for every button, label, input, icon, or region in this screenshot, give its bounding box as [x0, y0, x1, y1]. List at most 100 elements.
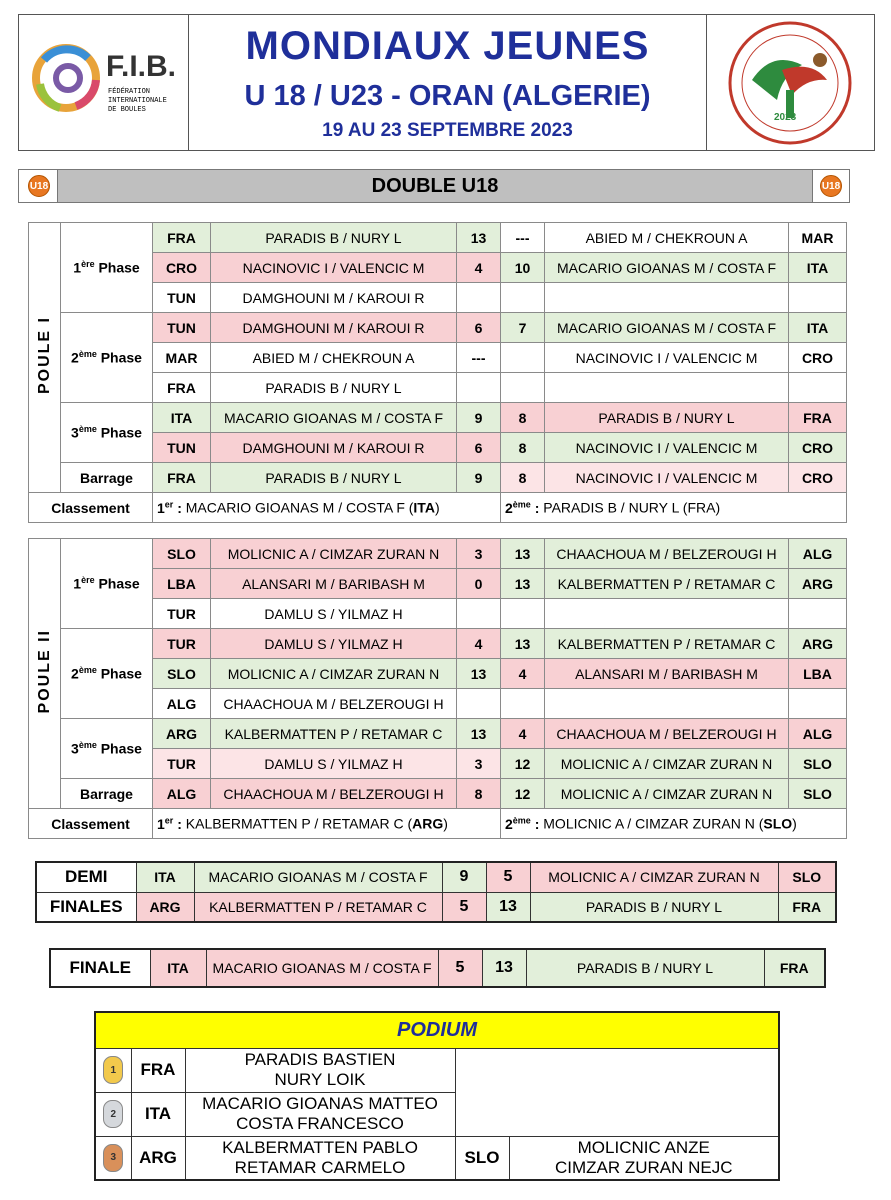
score: 10	[500, 252, 545, 283]
country-code	[788, 372, 847, 403]
country-code: ARG	[130, 1135, 186, 1181]
table-row: SLO MOLICNIC A / CIMZAR ZURAN N 13 4 ALA…	[29, 658, 847, 689]
classement-first: 1er : KALBERMATTEN P / RETAMAR C (ARG)	[152, 808, 501, 839]
score: 13	[481, 948, 527, 988]
country-code: SLO	[788, 778, 847, 809]
team-name: ABIED M / CHEKROUN A	[544, 222, 789, 253]
country-code: FRA	[152, 222, 211, 253]
country-code: ITA	[130, 1091, 186, 1137]
score: 8	[500, 462, 545, 493]
semi-label-1: DEMI	[35, 861, 137, 893]
classement-second: 2ème : MOLICNIC A / CIMZAR ZURAN N (SLO)	[500, 808, 847, 839]
table-row: POULE I 1ère Phase FRA PARADIS B / NURY …	[28, 222, 847, 493]
fib-sub-3: DE BOULES	[108, 106, 146, 114]
country-code: ALG	[152, 778, 211, 809]
country-code: MAR	[152, 342, 211, 373]
score: 3	[456, 538, 501, 569]
team-name: NACINOVIC I / VALENCIC M	[544, 462, 789, 493]
team-name	[544, 598, 789, 629]
team-name: PARADIS B / NURY L	[210, 372, 457, 403]
table-row: TUN DAMGHOUNI M / KAROUI R 6 8 NACINOVIC…	[29, 432, 847, 463]
phase-label: 3ème Phase	[60, 402, 153, 463]
team-name: CHAACHOUA M / BELZEROUGI H	[210, 778, 457, 809]
team-name: DAMLU S / YILMAZ H	[210, 748, 457, 779]
team-name: MACARIO GIOANAS M / COSTA F	[205, 948, 439, 988]
event-logo-emblem-icon	[728, 21, 852, 145]
page-subtitle: U 18 / U23 - ORAN (ALGERIE)	[244, 80, 651, 112]
team-name: KALBERMATTEN P / RETAMAR C	[544, 568, 789, 599]
table-row: 2ème Phase TUN DAMGHOUNI M / KAROUI R 6 …	[29, 312, 847, 403]
phase-label: 2ème Phase	[60, 628, 153, 719]
section-bar	[18, 169, 850, 203]
table-row: 3ème Phase ARG KALBERMATTEN P / RETAMAR …	[29, 718, 847, 779]
classement-label: Classement	[28, 808, 153, 839]
team-name: PARADIS B / NURY L	[529, 891, 779, 923]
score	[500, 372, 545, 403]
country-code: ARG	[788, 628, 847, 659]
score: 9	[441, 861, 487, 893]
classement-label: Classement	[28, 492, 153, 523]
country-code: ALG	[152, 688, 211, 719]
score: 12	[500, 778, 545, 809]
team-name: PARADIS B / NURY L	[210, 222, 457, 253]
team-name: NACINOVIC I / VALENCIC M	[544, 432, 789, 463]
team-name: MOLICNIC A / CIMZAR ZURAN N	[210, 658, 457, 689]
score: ---	[500, 222, 545, 253]
table-row: CRO NACINOVIC I / VALENCIC M 4 10 MACARI…	[29, 252, 847, 283]
score: 13	[485, 891, 531, 923]
page-title: MONDIAUX JEUNES	[245, 24, 650, 68]
score	[456, 598, 501, 629]
country-code: FRA	[152, 462, 211, 493]
fib-sub-2: INTERNATIONALE	[108, 97, 167, 105]
score: 5	[485, 861, 531, 893]
country-code: ARG	[135, 891, 195, 923]
gold-medal-icon: 1	[94, 1047, 132, 1093]
score: 13	[500, 538, 545, 569]
phase-label: 3ème Phase	[60, 718, 153, 779]
country-code: LBA	[788, 658, 847, 689]
country-code	[788, 282, 847, 313]
country-code: ITA	[149, 948, 207, 988]
score: 6	[456, 312, 501, 343]
team-name: MOLICNIC A / CIMZAR ZURAN N	[544, 778, 789, 809]
country-code	[788, 598, 847, 629]
score: 8	[456, 778, 501, 809]
table-row: MAR ABIED M / CHEKROUN A --- NACINOVIC I…	[29, 342, 847, 373]
team-name: DAMLU S / YILMAZ H	[210, 598, 457, 629]
phase-label: Barrage	[60, 778, 153, 809]
team-name: PARADIS B / NURY L	[210, 462, 457, 493]
score: 5	[441, 891, 487, 923]
table-row: 3ème Phase ITA MACARIO GIOANAS M / COSTA…	[29, 402, 847, 463]
team-name: CHAACHOUA M / BELZEROUGI H	[544, 718, 789, 749]
team-name: MACARIO GIOANAS M / COSTA F	[193, 861, 443, 893]
score	[500, 688, 545, 719]
country-code: CRO	[788, 432, 847, 463]
team-name: MACARIO GIOANAS M / COSTA F	[544, 312, 789, 343]
country-code: TUN	[152, 312, 211, 343]
score: 6	[456, 432, 501, 463]
team-name: MACARIO GIOANAS M / COSTA F	[544, 252, 789, 283]
country-code: CRO	[788, 462, 847, 493]
score: 4	[500, 718, 545, 749]
team-name: DAMGHOUNI M / KAROUI R	[210, 282, 457, 313]
semi-finals-table: DEMI ITA MACARIO GIOANAS M / COSTA F 9 5…	[35, 861, 837, 923]
score: 13	[500, 568, 545, 599]
team-name: DAMGHOUNI M / KAROUI R	[210, 432, 457, 463]
score: 4	[500, 658, 545, 689]
final-label: FINALE	[49, 948, 151, 988]
team-name: ALANSARI M / BARIBASH M	[210, 568, 457, 599]
table-row: POULE II 1ère Phase SLO MOLICNIC A / CIM…	[28, 538, 847, 809]
table-row: FINALES ARG KALBERMATTEN P / RETAMAR C 5…	[35, 891, 837, 923]
score: 13	[456, 718, 501, 749]
table-row: ALG CHAACHOUA M / BELZEROUGI H	[29, 688, 847, 719]
silver-medal-icon: 2	[94, 1091, 132, 1137]
country-code: ALG	[788, 718, 847, 749]
poule-2-label: POULE II	[28, 538, 61, 809]
country-code	[788, 688, 847, 719]
score: 13	[456, 222, 501, 253]
phase-label: 1ère Phase	[60, 538, 153, 629]
